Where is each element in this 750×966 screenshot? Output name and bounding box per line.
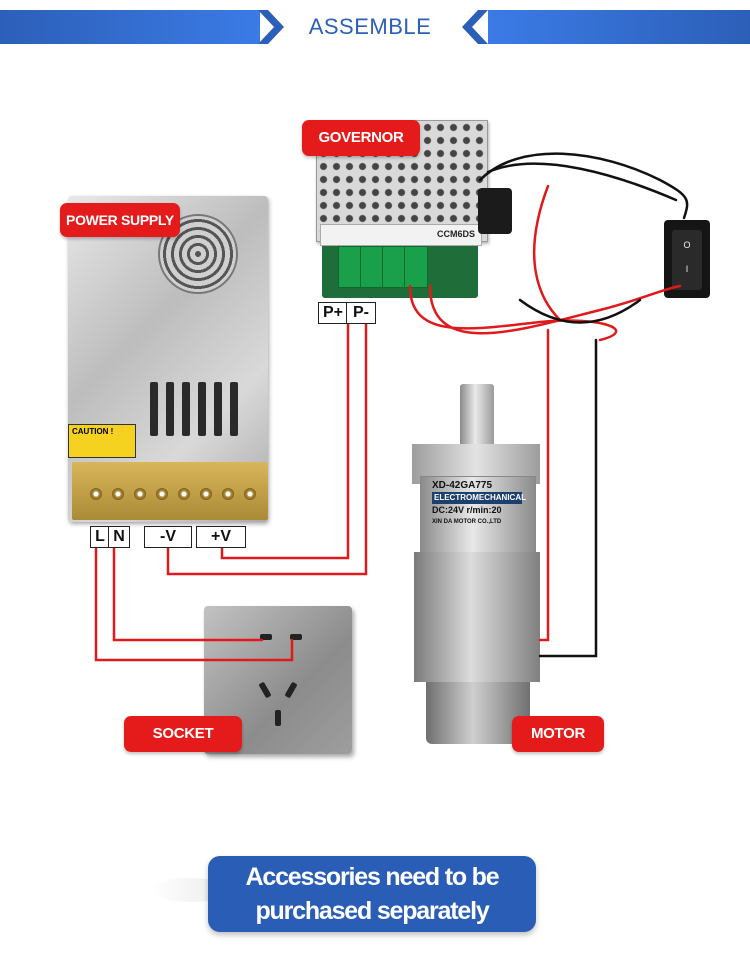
speed-knob xyxy=(478,188,512,234)
chevron-right-icon xyxy=(258,10,284,44)
power-supply-image: CAUTION ! ⚡ xyxy=(68,196,268,522)
chevron-left-icon xyxy=(462,10,488,44)
notice-line-1: Accessories need to be xyxy=(245,863,500,891)
terminal-l-label: L xyxy=(90,526,110,548)
power-supply-tag: POWER SUPPLY xyxy=(60,203,180,237)
power-switch-icon: O I xyxy=(672,230,702,290)
governor-tag: GOVERNOR xyxy=(302,120,420,156)
terminal-n-label: N xyxy=(108,526,130,548)
header-banner-right xyxy=(488,10,750,44)
caution-sticker: CAUTION ! ⚡ xyxy=(68,424,136,458)
motor-nameplate: XD-42GA775 ELECTROMECHANICAL DC:24V r/mi… xyxy=(432,480,526,525)
socket-tag: SOCKET xyxy=(124,716,242,752)
terminal-minus-v-label: -V xyxy=(144,526,192,548)
accessories-notice: Accessories need to be purchased separat… xyxy=(208,856,536,932)
terminal-p-plus-label: P+ xyxy=(318,302,348,324)
notice-line-2: purchased separately xyxy=(255,897,489,925)
governor-label: CCM6DS xyxy=(320,224,482,246)
terminal-block xyxy=(72,462,268,520)
motor-tag: MOTOR xyxy=(512,716,604,752)
warning-icon: ⚡ xyxy=(115,427,126,436)
motor-gearbox xyxy=(420,476,536,556)
motor-shaft xyxy=(460,384,494,448)
terminal-plus-v-label: +V xyxy=(196,526,246,548)
terminal-p-minus-label: P- xyxy=(346,302,376,324)
motor-body xyxy=(414,552,540,682)
page-title: ASSEMBLE xyxy=(308,14,432,39)
fan-icon xyxy=(158,214,238,294)
header-banner-left xyxy=(0,10,260,44)
